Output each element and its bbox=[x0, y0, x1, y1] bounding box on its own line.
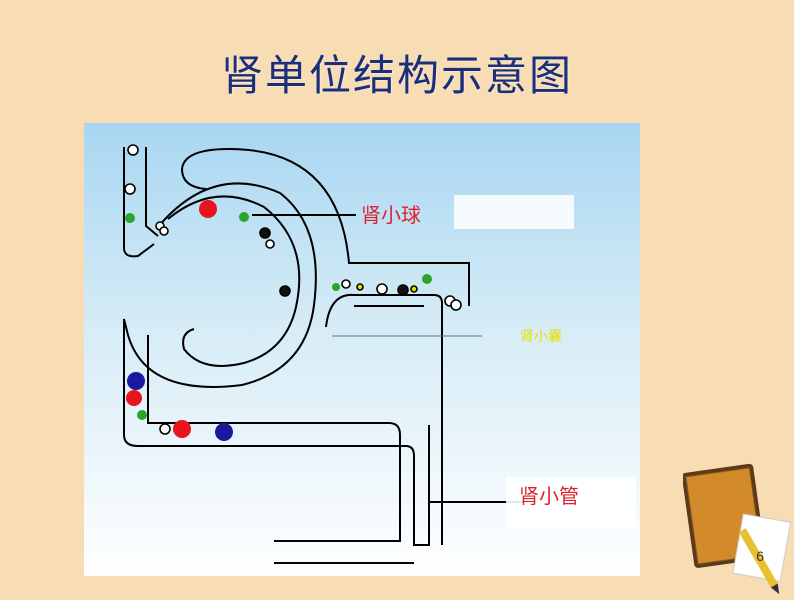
capsule-outer-cup bbox=[123, 182, 430, 546]
capsule-outer-wall bbox=[228, 148, 470, 306]
particle-white bbox=[159, 226, 169, 236]
particle-white bbox=[159, 423, 171, 435]
particle-white bbox=[341, 279, 351, 289]
particle-blue bbox=[215, 423, 233, 441]
particle-red bbox=[126, 390, 142, 406]
label-backdrop bbox=[506, 477, 636, 529]
slide-title: 肾单位结构示意图 bbox=[220, 51, 573, 100]
afferent-vessel-wall bbox=[123, 147, 155, 258]
particle-group bbox=[124, 144, 462, 441]
tubule-inner-loop bbox=[147, 335, 401, 542]
particle-black bbox=[279, 285, 291, 297]
particle-green bbox=[125, 213, 135, 223]
nephron-diagram bbox=[84, 123, 640, 576]
particle-white bbox=[124, 183, 136, 195]
particle-white bbox=[127, 144, 139, 156]
label-backdrop bbox=[454, 195, 574, 229]
particle-yellow bbox=[356, 283, 364, 291]
page-number: 6 bbox=[756, 548, 764, 564]
particle-green bbox=[422, 274, 432, 284]
label-tubule: 肾小管 bbox=[519, 484, 579, 508]
particle-green bbox=[239, 212, 249, 222]
nephron-outline bbox=[123, 147, 470, 564]
particle-white bbox=[376, 283, 388, 295]
particle-blue bbox=[127, 372, 145, 390]
particle-white bbox=[450, 299, 462, 311]
particle-green bbox=[137, 410, 147, 420]
capsule-inner-cup bbox=[167, 195, 301, 367]
particle-black bbox=[397, 284, 409, 296]
particle-white bbox=[265, 239, 275, 249]
tubule-right-branch bbox=[325, 293, 443, 545]
afferent-vessel-wall-inner bbox=[145, 147, 159, 237]
book-pencil-icon bbox=[681, 452, 793, 596]
particle-green bbox=[332, 283, 340, 291]
particle-red bbox=[173, 420, 191, 438]
capsule-top-wall bbox=[180, 148, 230, 190]
particle-black bbox=[259, 227, 271, 239]
particle-red bbox=[199, 200, 217, 218]
label-capsule: 肾小囊 bbox=[520, 329, 562, 345]
particle-yellow bbox=[410, 285, 418, 293]
label-glomerulus: 肾小球 bbox=[361, 203, 421, 227]
